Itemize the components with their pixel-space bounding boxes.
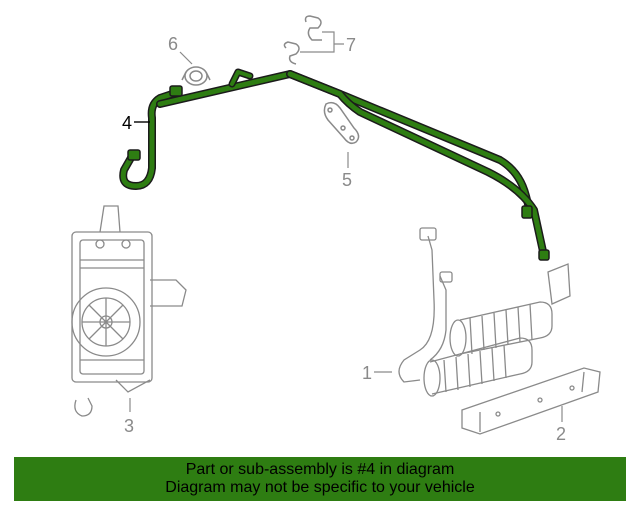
callout-6[interactable]: 6 [168,34,178,54]
callout-3[interactable]: 3 [124,416,134,436]
part-5-gasket[interactable] [323,101,360,145]
part-6-seal[interactable] [181,66,211,86]
parts-diagram: 1 2 3 4 5 6 7 [71,15,601,444]
banner-line-1: Part or sub-assembly is #4 in diagram [185,461,455,478]
part-3-cooler-assembly[interactable] [71,205,187,417]
leader-7 [300,31,344,53]
callout-2[interactable]: 2 [556,424,566,444]
part-4-cooler-lines[interactable] [119,68,550,261]
callout-4[interactable]: 4 [122,113,132,133]
callout-5[interactable]: 5 [342,170,352,190]
part-7-clips[interactable] [283,15,322,65]
callout-1[interactable]: 1 [362,363,372,383]
part-2-bracket[interactable] [461,367,601,435]
callout-7[interactable]: 7 [346,35,356,55]
banner-line-2: Diagram may not be specific to your vehi… [165,479,475,496]
info-banner: Part or sub-assembly is #4 in diagram Di… [14,457,626,501]
part-1-oil-cooler[interactable] [398,227,571,397]
leader-6 [179,51,193,65]
